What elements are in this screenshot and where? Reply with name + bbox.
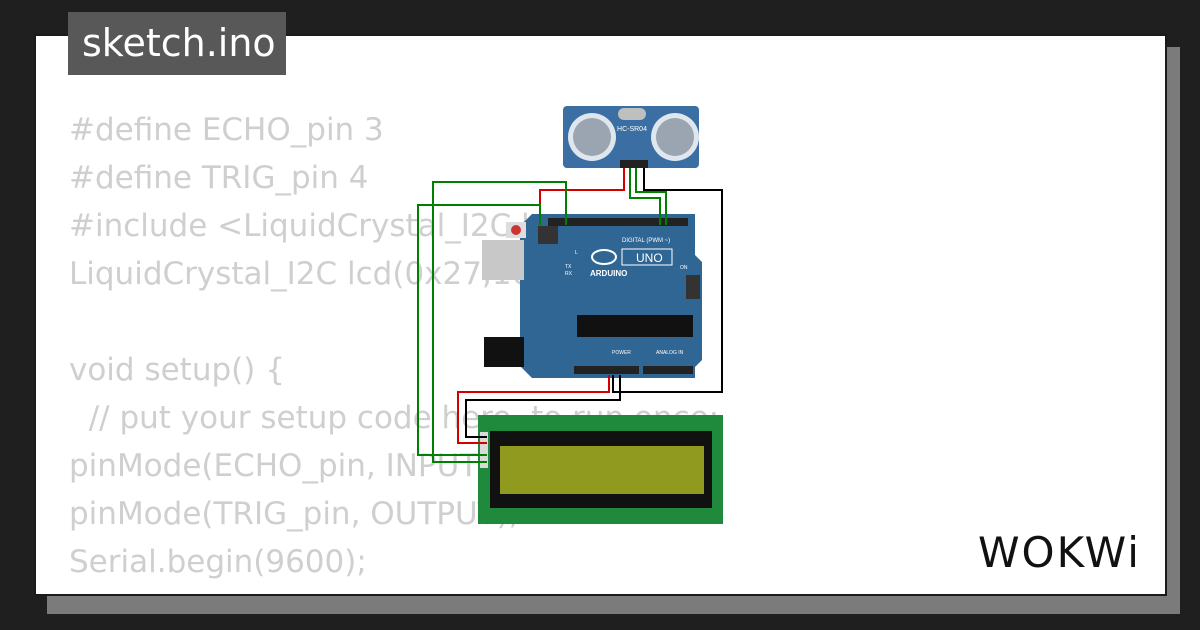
circuit-diagram: HC-SR04 DIGITAL (PWM ~) L TX RX ON ARDUI… [417,106,723,524]
arduino-uno-board[interactable]: DIGITAL (PWM ~) L TX RX ON ARDUINO UNO P… [482,214,702,378]
code-line: Serial.begin(9600); [69,544,367,580]
code-editor: #define ECHO_pin 3#define TRIG_pin 4#inc… [69,106,1069,594]
wokwi-logo-text: WOKWi [978,528,1141,577]
analog-label: ANALOG IN [656,350,684,356]
led-on-label: ON [680,265,688,271]
led-rx-label: RX [565,271,573,277]
led-l-label: L [575,250,578,256]
code-line: // put your setup code here, to run once… [69,400,720,436]
code-line: void setup() { [69,352,285,388]
arduino-brand: ARDUINO [590,269,627,278]
digital-label: DIGITAL (PWM ~) [622,238,670,244]
power-label: POWER [612,350,631,356]
file-title-tab[interactable]: sketch.ino [68,12,286,75]
wiring [417,168,723,463]
code-line: LiquidCrystal_I2C lcd(0x27,16,2); [69,256,584,292]
code-line: #define ECHO_pin 3 [69,112,384,148]
wokwi-logo: WOKWi [978,528,1141,577]
led-tx-label: TX [565,264,572,270]
arduino-model: UNO [636,251,663,265]
sensor-label: HC-SR04 [617,126,647,133]
lcd-display[interactable] [478,415,723,524]
code-line: #define TRIG_pin 4 [69,160,369,196]
code-line: lcd.init(); [69,586,1069,594]
ultrasonic-sensor[interactable]: HC-SR04 [563,106,699,168]
